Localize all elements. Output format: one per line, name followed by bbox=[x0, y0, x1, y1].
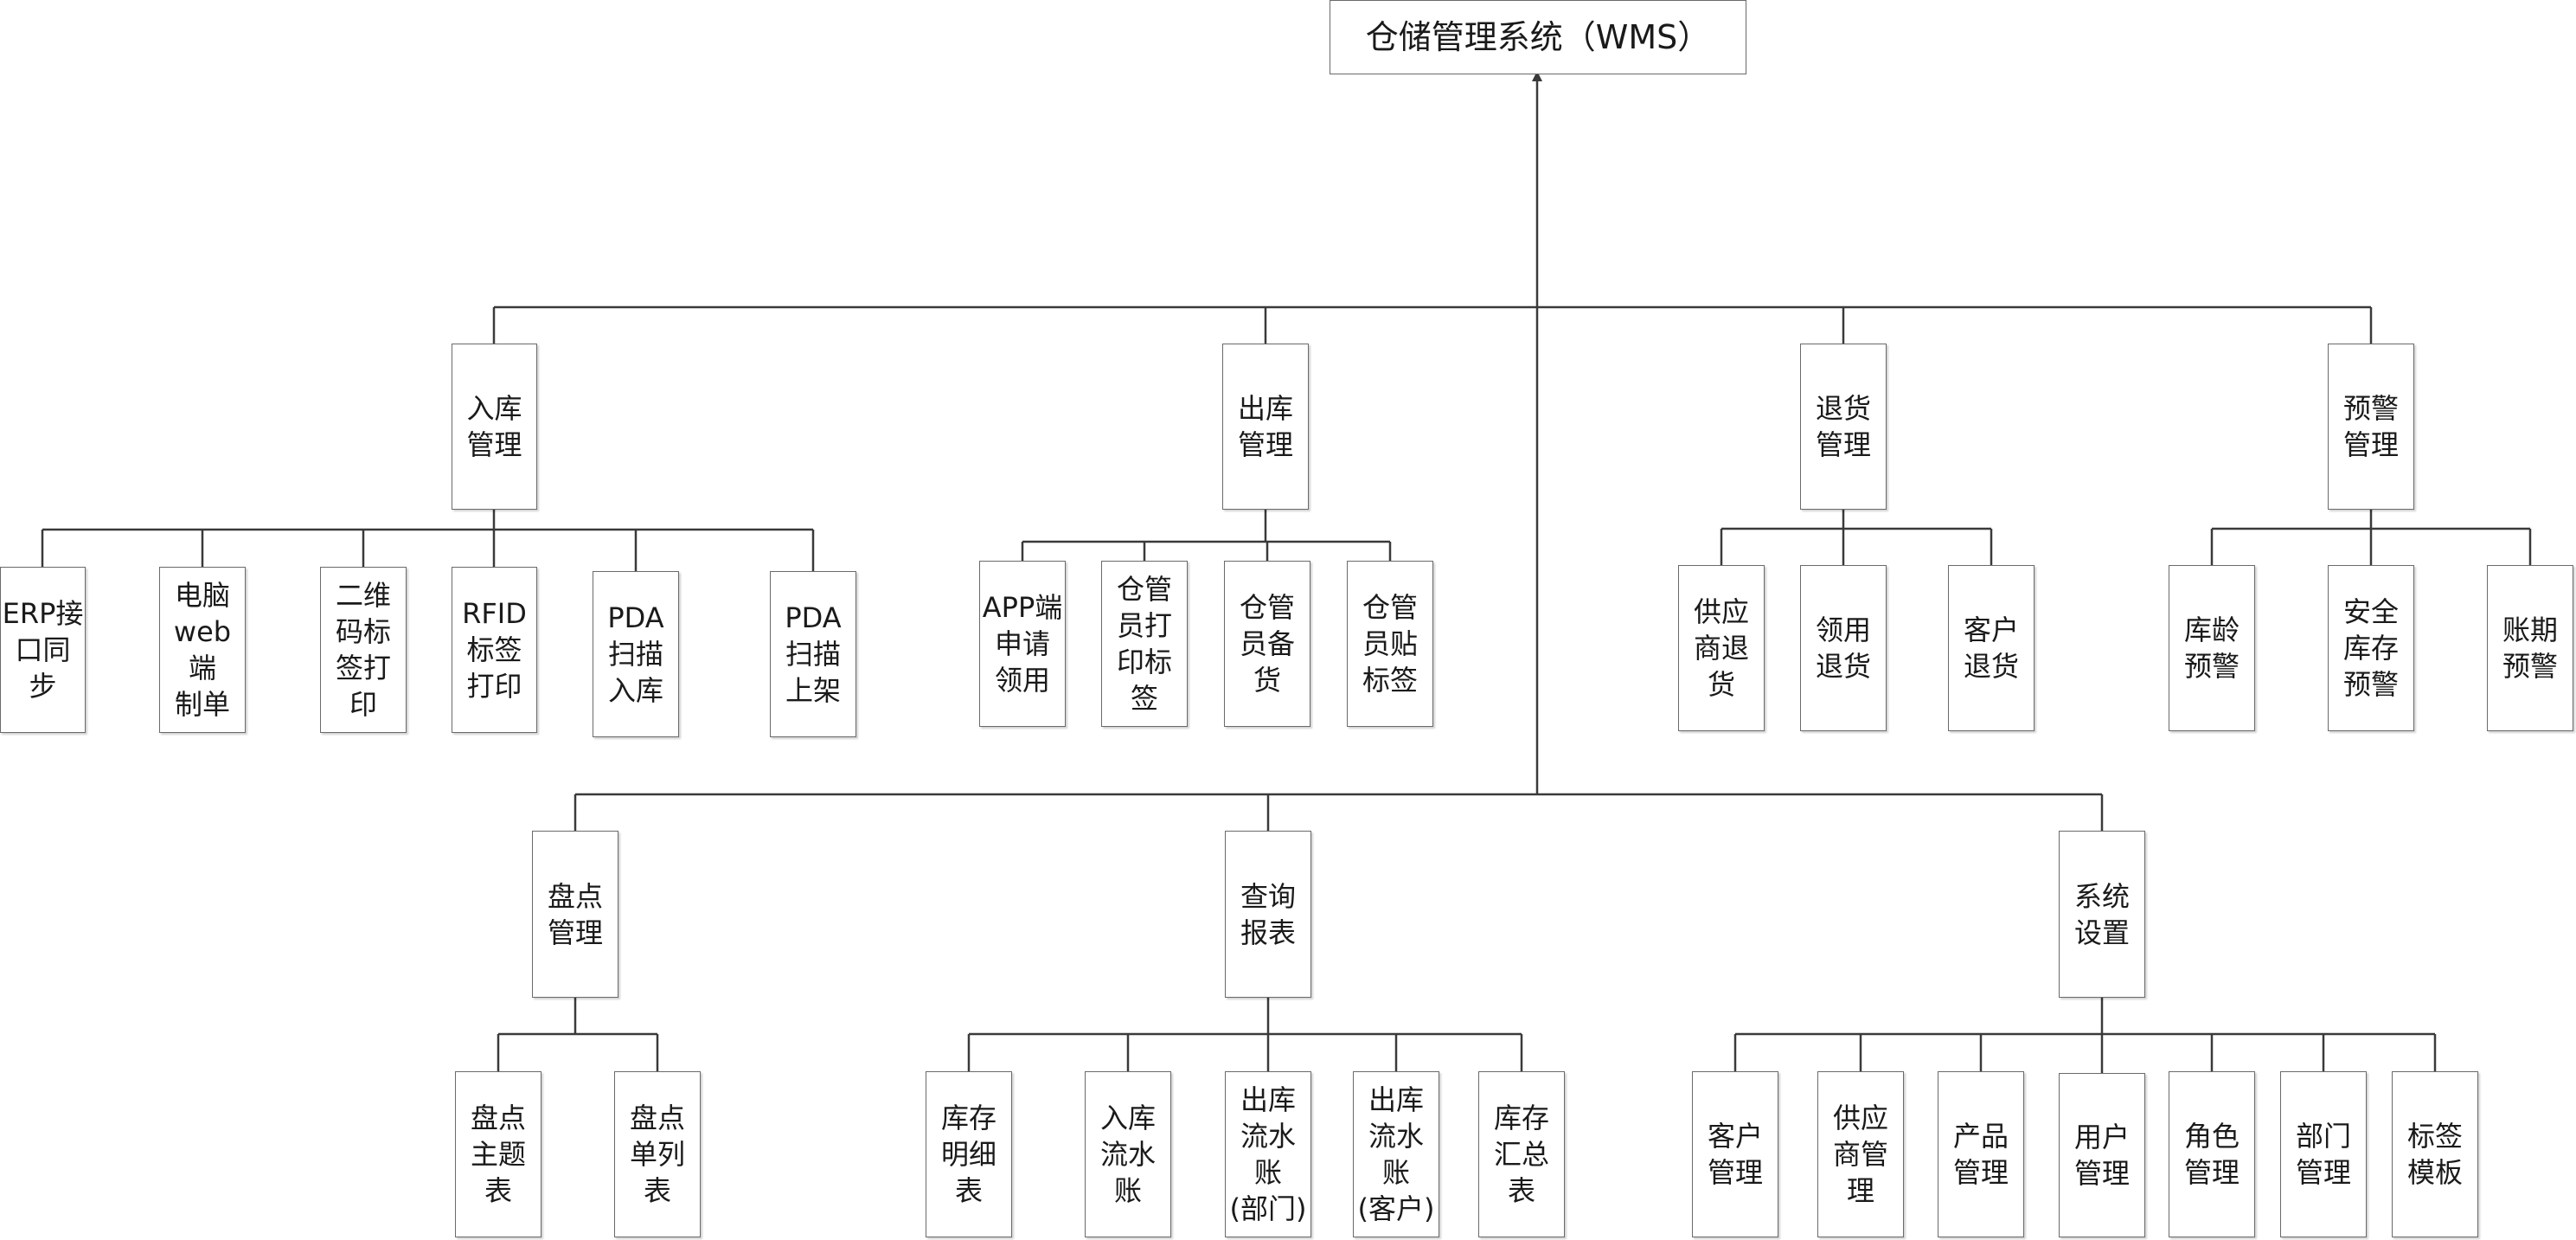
inventory-item-topic: 盘点 主题 表 bbox=[455, 1071, 541, 1237]
settings-item-customer: 客户 管理 bbox=[1692, 1071, 1778, 1237]
inbound-item-label: 二维 码标 签打 印 bbox=[335, 579, 391, 721]
inbound-item-erp-sync: ERP接 口同 步 bbox=[0, 567, 86, 733]
settings-item-supplier: 供应 商管 理 bbox=[1817, 1071, 1904, 1237]
reports-item-outbound-ledger-dept: 出库 流水 账 (部门) bbox=[1225, 1071, 1311, 1237]
module-returns-label: 退货 管理 bbox=[1815, 392, 1871, 461]
reports-item-stock-summary: 库存 汇总 表 bbox=[1478, 1071, 1565, 1237]
settings-item-role: 角色 管理 bbox=[2169, 1071, 2255, 1237]
settings-item-label: 标签 模板 bbox=[2406, 1120, 2463, 1189]
inventory-item-label: 盘点 单列 表 bbox=[629, 1102, 685, 1207]
settings-item-label: 客户 管理 bbox=[1707, 1120, 1763, 1189]
module-settings: 系统 设置 bbox=[2059, 831, 2145, 998]
inventory-item-label: 盘点 主题 表 bbox=[470, 1102, 526, 1207]
module-reports-label: 查询 报表 bbox=[1240, 879, 1296, 949]
returns-item-requisition: 领用 退货 bbox=[1800, 565, 1887, 731]
reports-item-stock-detail: 库存 明细 表 bbox=[926, 1071, 1012, 1237]
settings-item-label: 部门 管理 bbox=[2295, 1120, 2351, 1189]
settings-item-label: 供应 商管 理 bbox=[1832, 1102, 1888, 1207]
inbound-item-pda-shelving: PDA 扫描 上架 bbox=[770, 571, 856, 737]
warning-item-age: 库龄 预警 bbox=[2169, 565, 2255, 731]
settings-item-user: 用户 管理 bbox=[2059, 1073, 2145, 1237]
module-returns: 退货 管理 bbox=[1800, 344, 1887, 510]
settings-item-label-template: 标签 模板 bbox=[2392, 1071, 2478, 1237]
module-warning: 预警 管理 bbox=[2328, 344, 2414, 510]
outbound-item-label: 仓管 员贴 标签 bbox=[1362, 591, 1418, 697]
inbound-item-label: 电脑 web端 制单 bbox=[173, 579, 232, 721]
inbound-item-label: PDA 扫描 入库 bbox=[607, 601, 664, 707]
module-inbound-label: 入库 管理 bbox=[466, 392, 522, 461]
module-outbound: 出库 管理 bbox=[1222, 344, 1309, 510]
reports-item-label: 出库 流水 账 (部门) bbox=[1229, 1083, 1307, 1225]
settings-item-label: 用户 管理 bbox=[2073, 1121, 2130, 1190]
reports-item-label: 出库 流水 账 (客户) bbox=[1357, 1083, 1435, 1225]
returns-item-label: 客户 退货 bbox=[1963, 614, 2019, 683]
returns-item-supplier: 供应 商退 货 bbox=[1678, 565, 1765, 731]
settings-item-department: 部门 管理 bbox=[2280, 1071, 2367, 1237]
settings-item-label: 产品 管理 bbox=[1952, 1120, 2009, 1189]
outbound-item-prepare-goods: 仓管 员备 货 bbox=[1224, 561, 1310, 727]
inbound-item-pda-inbound: PDA 扫描 入库 bbox=[593, 571, 679, 737]
module-inventory: 盘点 管理 bbox=[532, 831, 618, 998]
module-reports: 查询 报表 bbox=[1225, 831, 1311, 998]
module-warning-label: 预警 管理 bbox=[2342, 392, 2399, 461]
module-inventory-label: 盘点 管理 bbox=[547, 879, 603, 949]
module-inbound: 入库 管理 bbox=[452, 344, 537, 510]
module-outbound-label: 出库 管理 bbox=[1237, 392, 1293, 461]
reports-item-label: 库存 明细 表 bbox=[940, 1102, 996, 1207]
warning-item-label: 库龄 预警 bbox=[2183, 614, 2240, 683]
inbound-item-qr-print: 二维 码标 签打 印 bbox=[320, 567, 407, 733]
outbound-item-app-request: APP端 申请 领用 bbox=[979, 561, 1066, 727]
settings-item-product: 产品 管理 bbox=[1938, 1071, 2024, 1237]
returns-item-label: 供应 商退 货 bbox=[1693, 595, 1749, 701]
outbound-item-label: APP端 申请 领用 bbox=[982, 591, 1063, 697]
outbound-item-print-label: 仓管 员打 印标 签 bbox=[1101, 561, 1188, 727]
warning-item-safety-stock: 安全 库存 预警 bbox=[2328, 565, 2414, 731]
reports-item-inbound-ledger: 入库 流水 账 bbox=[1085, 1071, 1171, 1237]
warning-item-label: 安全 库存 预警 bbox=[2342, 595, 2399, 701]
outbound-item-label: 仓管 员打 印标 签 bbox=[1116, 573, 1172, 715]
module-settings-label: 系统 设置 bbox=[2073, 879, 2130, 949]
reports-item-label: 库存 汇总 表 bbox=[1493, 1102, 1549, 1207]
settings-item-label: 角色 管理 bbox=[2183, 1120, 2240, 1189]
inbound-item-web-order: 电脑 web端 制单 bbox=[159, 567, 246, 733]
inbound-item-label: RFID 标签 打印 bbox=[462, 597, 527, 703]
returns-item-customer: 客户 退货 bbox=[1948, 565, 2035, 731]
inbound-item-label: ERP接 口同 步 bbox=[2, 597, 84, 703]
returns-item-label: 领用 退货 bbox=[1815, 614, 1871, 683]
outbound-item-attach-label: 仓管 员贴 标签 bbox=[1347, 561, 1433, 727]
inventory-item-list: 盘点 单列 表 bbox=[614, 1071, 701, 1237]
inbound-item-rfid-print: RFID 标签 打印 bbox=[452, 567, 537, 733]
inbound-item-label: PDA 扫描 上架 bbox=[785, 601, 842, 707]
warning-item-label: 账期 预警 bbox=[2502, 614, 2558, 683]
root-node: 仓储管理系统（WMS） bbox=[1330, 0, 1746, 74]
reports-item-outbound-ledger-customer: 出库 流水 账 (客户) bbox=[1353, 1071, 1439, 1237]
root-label: 仓储管理系统（WMS） bbox=[1365, 18, 1711, 56]
warning-item-payment-term: 账期 预警 bbox=[2487, 565, 2573, 731]
reports-item-label: 入库 流水 账 bbox=[1099, 1102, 1156, 1207]
outbound-item-label: 仓管 员备 货 bbox=[1239, 591, 1295, 697]
